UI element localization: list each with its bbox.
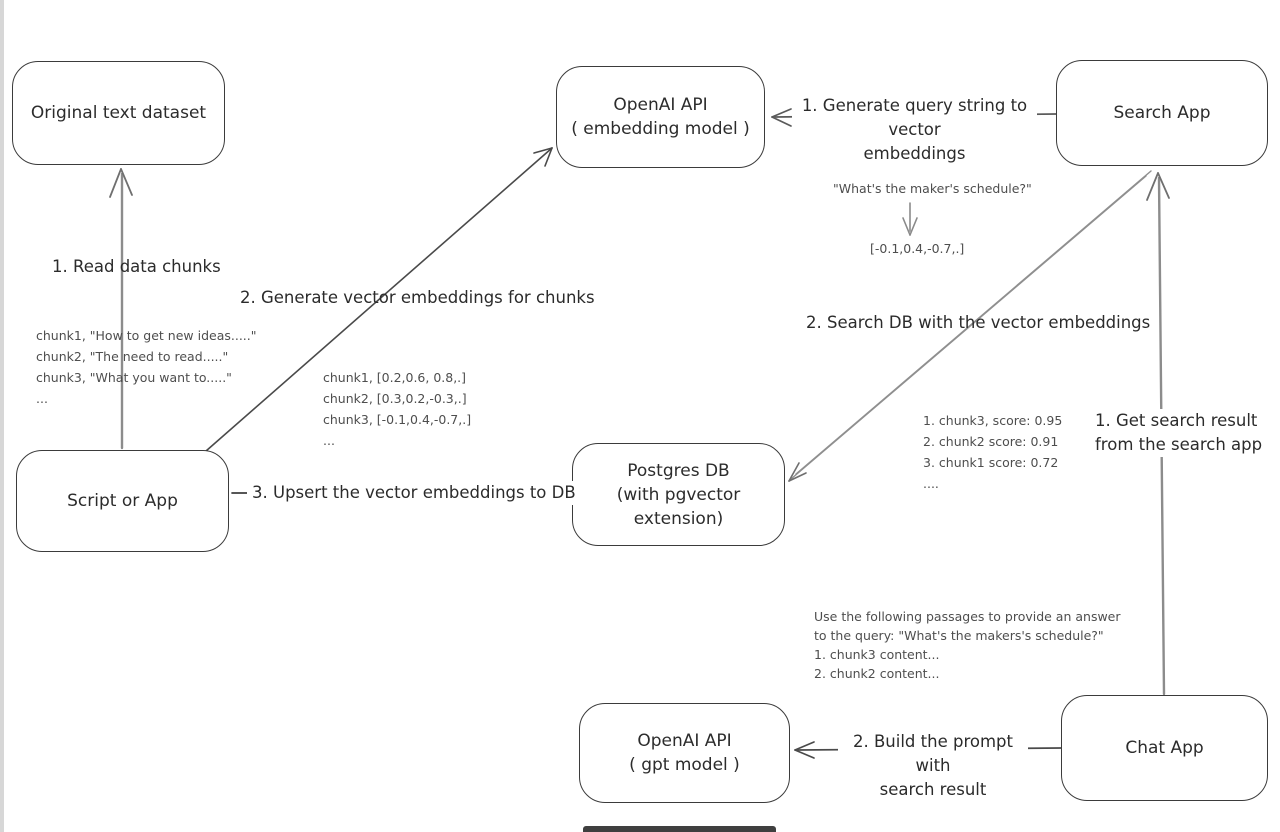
arrow-generate-embeddings [205,147,553,452]
node-chat-app-label: Chat App [1125,738,1204,758]
annotation-search-scores-line3: 3. chunk1 score: 0.72 [923,455,1059,470]
node-openai-gpt-api: OpenAI API ( gpt model ) [579,703,790,803]
annotation-prompt-text-line3: 1. chunk3 content... [814,647,940,662]
annotation-search-scores-line1: 1. chunk3, score: 0.95 [923,413,1063,428]
arrow-read-data-chunks [109,168,133,450]
edge-label-generate-embeddings: 2. Generate vector embeddings for chunks [240,288,595,307]
edge-label-upsert-to-db: 3. Upsert the vector embeddings to DB [247,481,581,505]
node-openai-embedding-api-sublabel: ( embedding model ) [571,119,750,139]
annotation-prompt-text: Use the following passages to provide an… [814,609,1121,685]
arrow-search-db [788,170,1152,482]
annotation-prompt-text-line1: Use the following passages to provide an… [814,609,1121,624]
arrow-query-string-to-vector [902,202,918,236]
annotation-search-scores: 1. chunk3, score: 0.95 2. chunk2 score: … [923,410,1062,494]
annotation-chunk-vectors-ellipsis: ... [323,433,335,448]
node-postgres-db-label: Postgres DB [627,460,730,481]
node-chat-app: Chat App [1061,695,1268,801]
node-script-or-app: Script or App [16,450,229,552]
page-left-edge [0,0,4,832]
node-openai-embedding-api-label: OpenAI API [613,95,708,115]
edge-label-get-search-result-line2: from the search app [1095,435,1263,454]
edge-label-build-prompt-line2: search result [879,780,987,799]
annotation-chunk-texts-line2: chunk2, "The need to read....." [36,349,229,364]
edge-label-search-db: 2. Search DB with the vector embeddings [806,313,1151,332]
edge-label-get-search-result: 1. Get search result from the search app [1090,409,1268,457]
annotation-search-scores-line2: 2. chunk2 score: 0.91 [923,434,1059,449]
annotation-query-string: "What's the maker's schedule?" [833,181,1032,196]
annotation-chunk-texts-line3: chunk3, "What you want to....." [36,370,232,385]
home-indicator-bar[interactable] [583,826,776,832]
node-search-app: Search App [1056,60,1268,166]
annotation-chunk-vectors: chunk1, [0.2,0.6, 0.8,.] chunk2, [0.3,0.… [323,370,471,454]
node-search-app-label: Search App [1113,103,1211,123]
edge-label-build-prompt-line1: 2. Build the prompt with [853,732,1013,775]
node-original-text-dataset: Original text dataset [12,61,225,165]
annotation-chunk-vectors-line1: chunk1, [0.2,0.6, 0.8,.] [323,370,467,385]
annotation-chunk-vectors-line2: chunk2, [0.3,0.2,-0.3,.] [323,391,467,406]
annotation-query-vector: [-0.1,0.4,-0.7,.] [870,241,965,256]
node-openai-embedding-api: OpenAI API ( embedding model ) [556,66,765,168]
edge-label-query-to-vector: 1. Generate query string to vector embed… [792,94,1037,166]
annotation-prompt-text-line4: 2. chunk2 content... [814,666,940,681]
annotation-chunk-texts-line1: chunk1, "How to get new ideas....." [36,328,257,343]
annotation-search-scores-ellipsis: .... [923,476,939,491]
edge-label-query-to-vector-line1: 1. Generate query string to vector [801,96,1028,139]
annotation-chunk-texts: chunk1, "How to get new ideas....." chun… [36,328,257,412]
edge-label-read-data-chunks: 1. Read data chunks [52,257,221,276]
node-openai-gpt-api-label: OpenAI API [637,731,732,751]
annotation-prompt-text-line2: to the query: "What's the makers's sched… [814,628,1104,643]
edge-label-query-to-vector-line2: embeddings [863,144,966,163]
annotation-chunk-texts-ellipsis: ... [36,391,48,406]
node-script-or-app-label: Script or App [67,491,178,511]
edge-label-get-search-result-line1: 1. Get search result [1095,411,1258,430]
annotation-chunk-vectors-line3: chunk3, [-0.1,0.4,-0.7,.] [323,412,472,427]
node-postgres-db: Postgres DB (with pgvector extension) [572,443,785,546]
edge-label-build-prompt: 2. Build the prompt with search result [838,730,1028,802]
node-postgres-db-sublabel: (with pgvector extension) [616,484,741,529]
node-original-text-dataset-label: Original text dataset [30,103,207,123]
node-openai-gpt-api-sublabel: ( gpt model ) [629,755,740,775]
